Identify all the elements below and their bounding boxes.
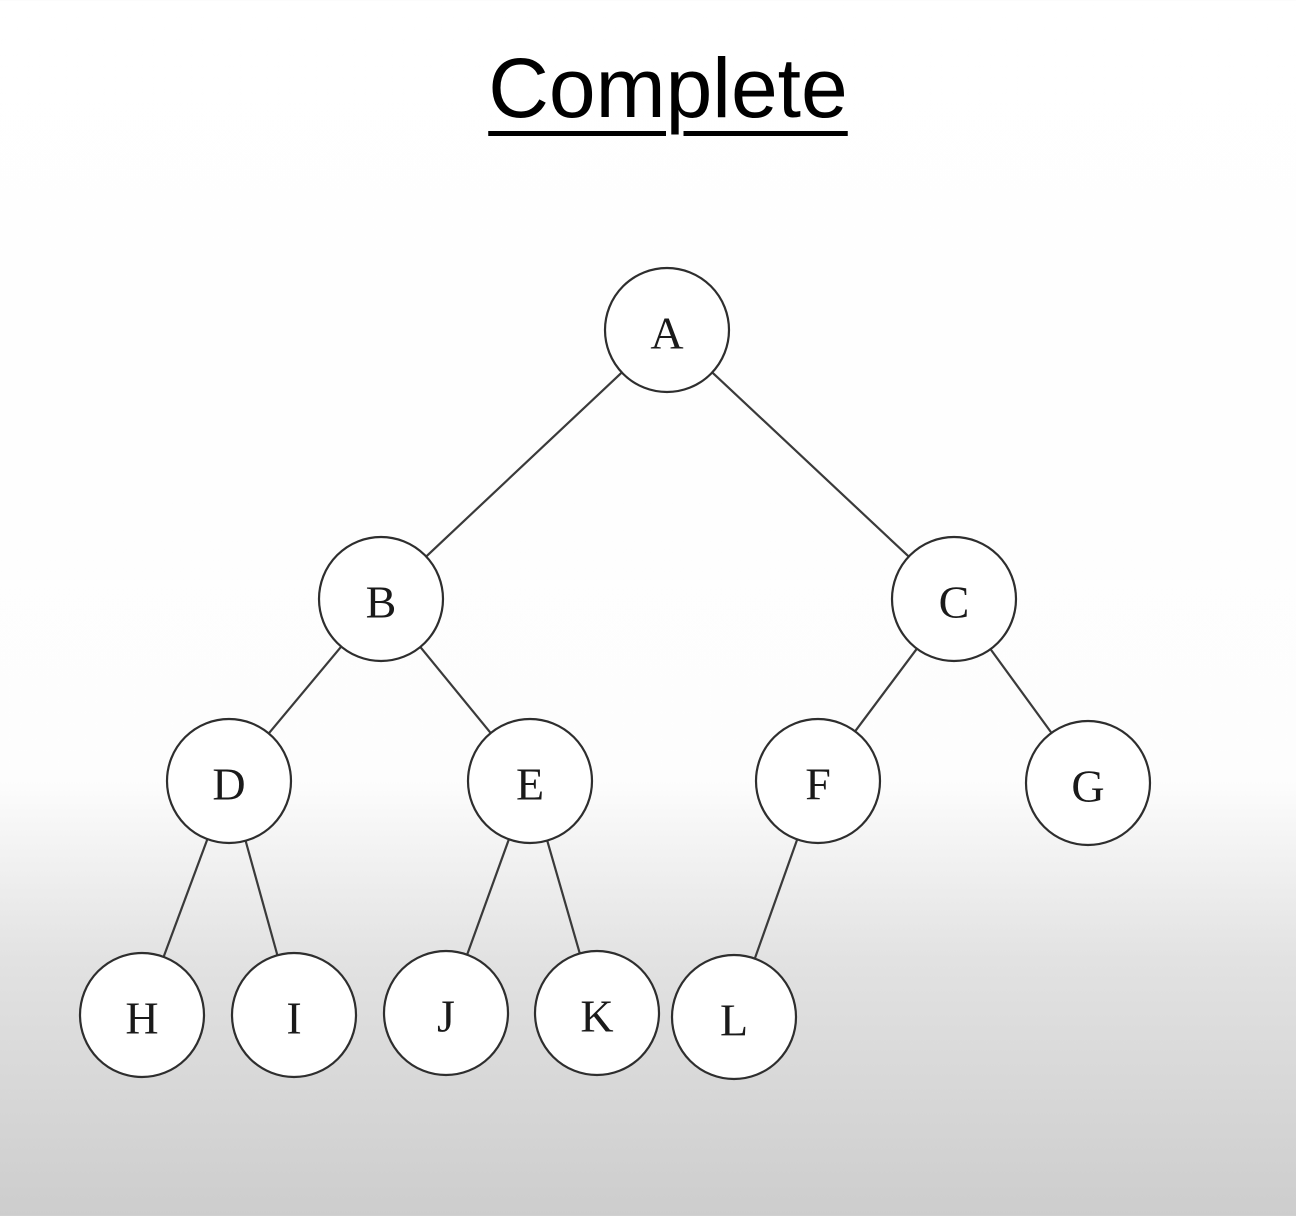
tree-edges: [162, 371, 1053, 959]
tree-edge-e-k: [546, 840, 581, 954]
tree-node-l: L: [670, 953, 798, 1081]
tree-node-label: J: [437, 991, 455, 1042]
tree-node-circle: [890, 535, 1018, 663]
tree-node-c: C: [890, 535, 1018, 663]
tree-edge-b-e: [419, 646, 492, 734]
tree-node-circle: [670, 953, 798, 1081]
tree-node-circle: [1024, 719, 1152, 847]
tree-edge-d-i: [244, 840, 279, 956]
tree-node-label: K: [580, 991, 613, 1042]
tree-node-label: F: [805, 759, 831, 810]
tree-edge-b-d: [267, 645, 343, 735]
tree-node-label: C: [939, 577, 970, 628]
tree-node-k: K: [533, 949, 661, 1077]
tree-edge-d-h: [162, 838, 209, 958]
tree-node-g: G: [1024, 719, 1152, 847]
tree-node-circle: [78, 951, 206, 1079]
tree-node-j: J: [382, 949, 510, 1077]
tree-node-circle: [382, 949, 510, 1077]
tree-node-label: E: [516, 759, 544, 810]
tree-node-circle: [603, 266, 731, 394]
tree-node-e: E: [466, 717, 594, 845]
page-title: Complete: [488, 41, 848, 135]
tree-node-h: H: [78, 951, 206, 1079]
tree-edge-e-j: [466, 838, 510, 956]
tree-edge-f-l: [753, 839, 799, 959]
tree-node-d: D: [165, 717, 293, 845]
tree-node-label: L: [720, 995, 748, 1046]
tree-node-label: B: [366, 577, 397, 628]
tree-node-i: I: [230, 951, 358, 1079]
tree-node-circle: [317, 535, 445, 663]
tree-node-b: B: [317, 535, 445, 663]
tree-edge-a-c: [711, 371, 910, 558]
tree-node-circle: [165, 717, 293, 845]
tree-node-circle: [754, 717, 882, 845]
tree-node-label: A: [650, 308, 683, 359]
tree-node-label: H: [125, 993, 158, 1044]
tree-edge-a-b: [425, 371, 623, 558]
tree-edge-c-g: [989, 648, 1053, 734]
tree-node-f: F: [754, 717, 882, 845]
tree-node-circle: [466, 717, 594, 845]
tree-node-a: A: [603, 266, 731, 394]
tree-node-circle: [230, 951, 358, 1079]
tree-node-label: G: [1071, 761, 1104, 812]
tree-node-label: D: [212, 759, 245, 810]
tree-node-circle: [533, 949, 661, 1077]
tree-nodes: A B C D E F G H I J K L: [78, 266, 1152, 1081]
tree-edge-c-f: [854, 648, 918, 732]
tree-node-label: I: [286, 993, 301, 1044]
